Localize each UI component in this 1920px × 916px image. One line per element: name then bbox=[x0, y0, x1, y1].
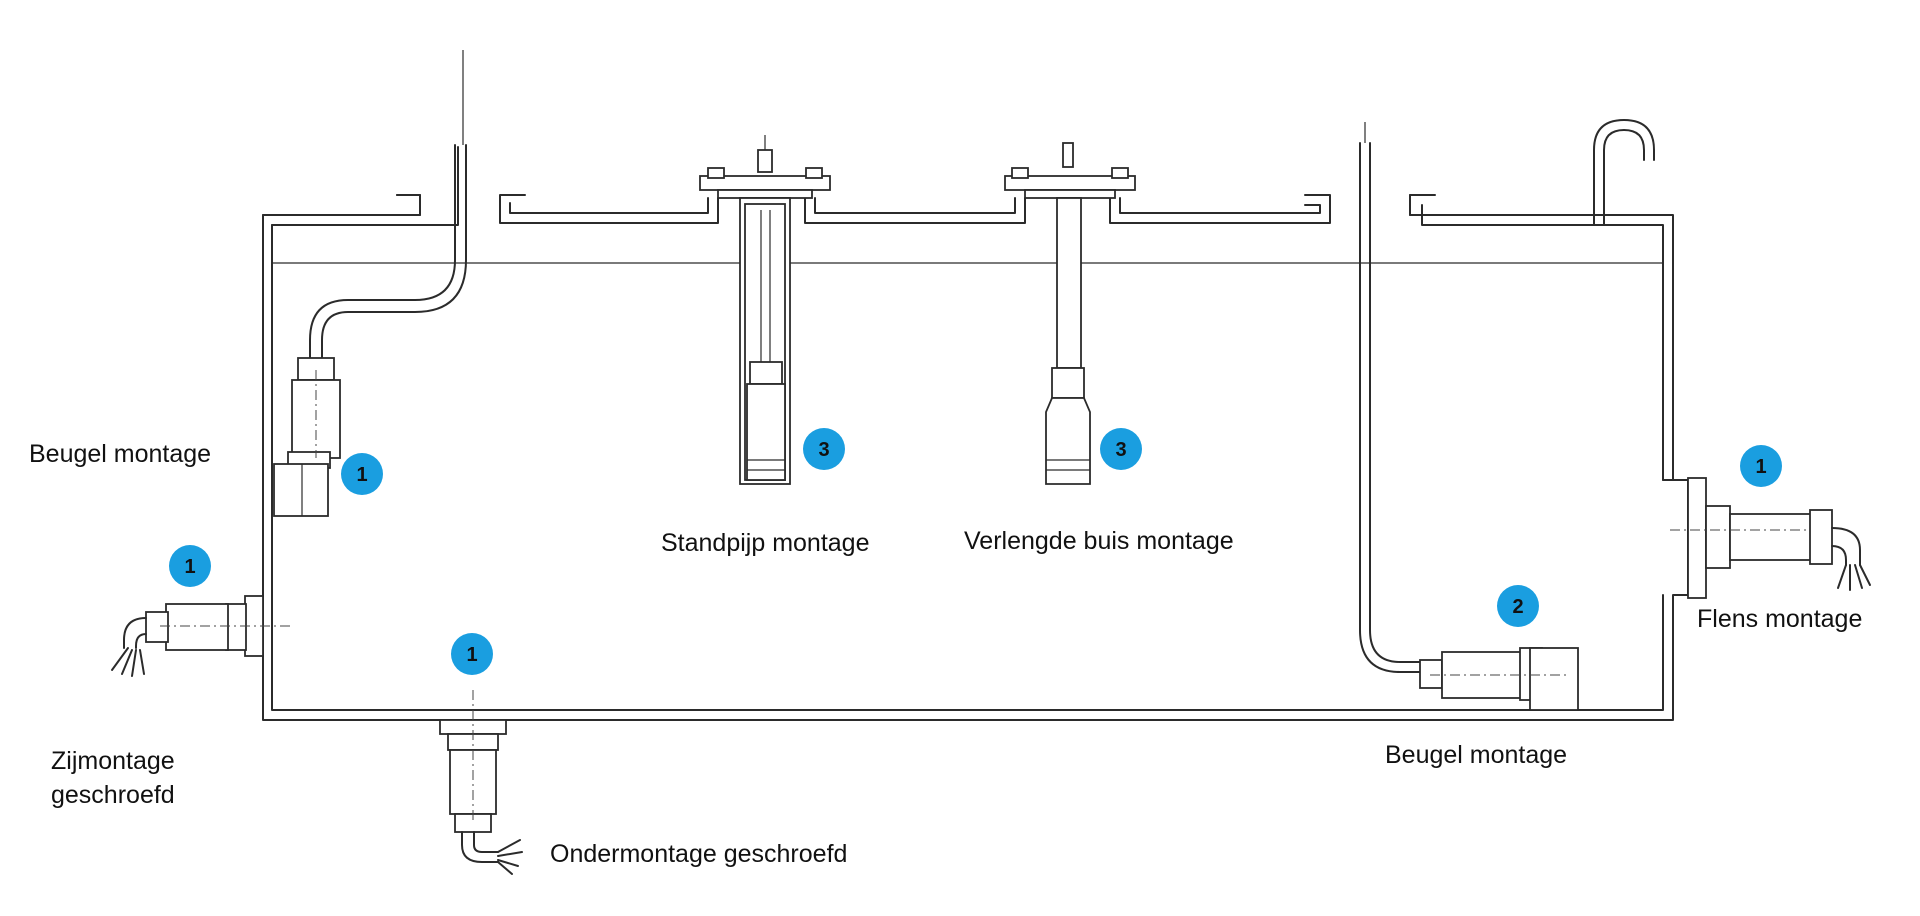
svg-text:3: 3 bbox=[818, 439, 829, 461]
svg-text:1: 1 bbox=[466, 644, 477, 666]
standpipe-sensor bbox=[699, 135, 831, 485]
label-zijmontage: Zijmontage bbox=[51, 747, 175, 775]
svg-text:1: 1 bbox=[184, 556, 195, 578]
label-verlengde-buis-montage: Verlengde buis montage bbox=[964, 527, 1234, 555]
label-beugel-montage-right: Beugel montage bbox=[1385, 741, 1567, 769]
badge-2-right: 2 bbox=[1497, 585, 1539, 627]
badge-3-standpipe: 3 bbox=[803, 428, 845, 470]
label-beugel-montage-left: Beugel montage bbox=[29, 440, 211, 468]
label-flens-montage: Flens montage bbox=[1697, 605, 1862, 633]
label-standpijp-montage: Standpijp montage bbox=[661, 529, 869, 557]
label-geschroefd: geschroefd bbox=[51, 781, 175, 809]
bottom-sensor bbox=[439, 690, 523, 875]
badge-1-side: 1 bbox=[169, 545, 211, 587]
badge-2-left: 1 bbox=[341, 453, 383, 495]
tank bbox=[262, 146, 1689, 721]
bracket-sensor-right bbox=[1359, 122, 1579, 711]
svg-text:1: 1 bbox=[1755, 456, 1766, 478]
svg-text:2: 2 bbox=[1512, 596, 1523, 618]
extended-tube-sensor bbox=[1004, 142, 1136, 485]
svg-text:3: 3 bbox=[1115, 439, 1126, 461]
badge-3-extended: 3 bbox=[1100, 428, 1142, 470]
svg-text:1: 1 bbox=[356, 464, 367, 486]
flange-sensor bbox=[1662, 477, 1871, 599]
label-ondermontage-geschroefd: Ondermontage geschroefd bbox=[550, 840, 847, 868]
badge-1-bottom: 1 bbox=[451, 633, 493, 675]
hook-pipe bbox=[1593, 119, 1655, 226]
bracket-sensor-left bbox=[273, 50, 467, 517]
side-sensor bbox=[111, 595, 290, 677]
badge-1-flange: 1 bbox=[1740, 445, 1782, 487]
